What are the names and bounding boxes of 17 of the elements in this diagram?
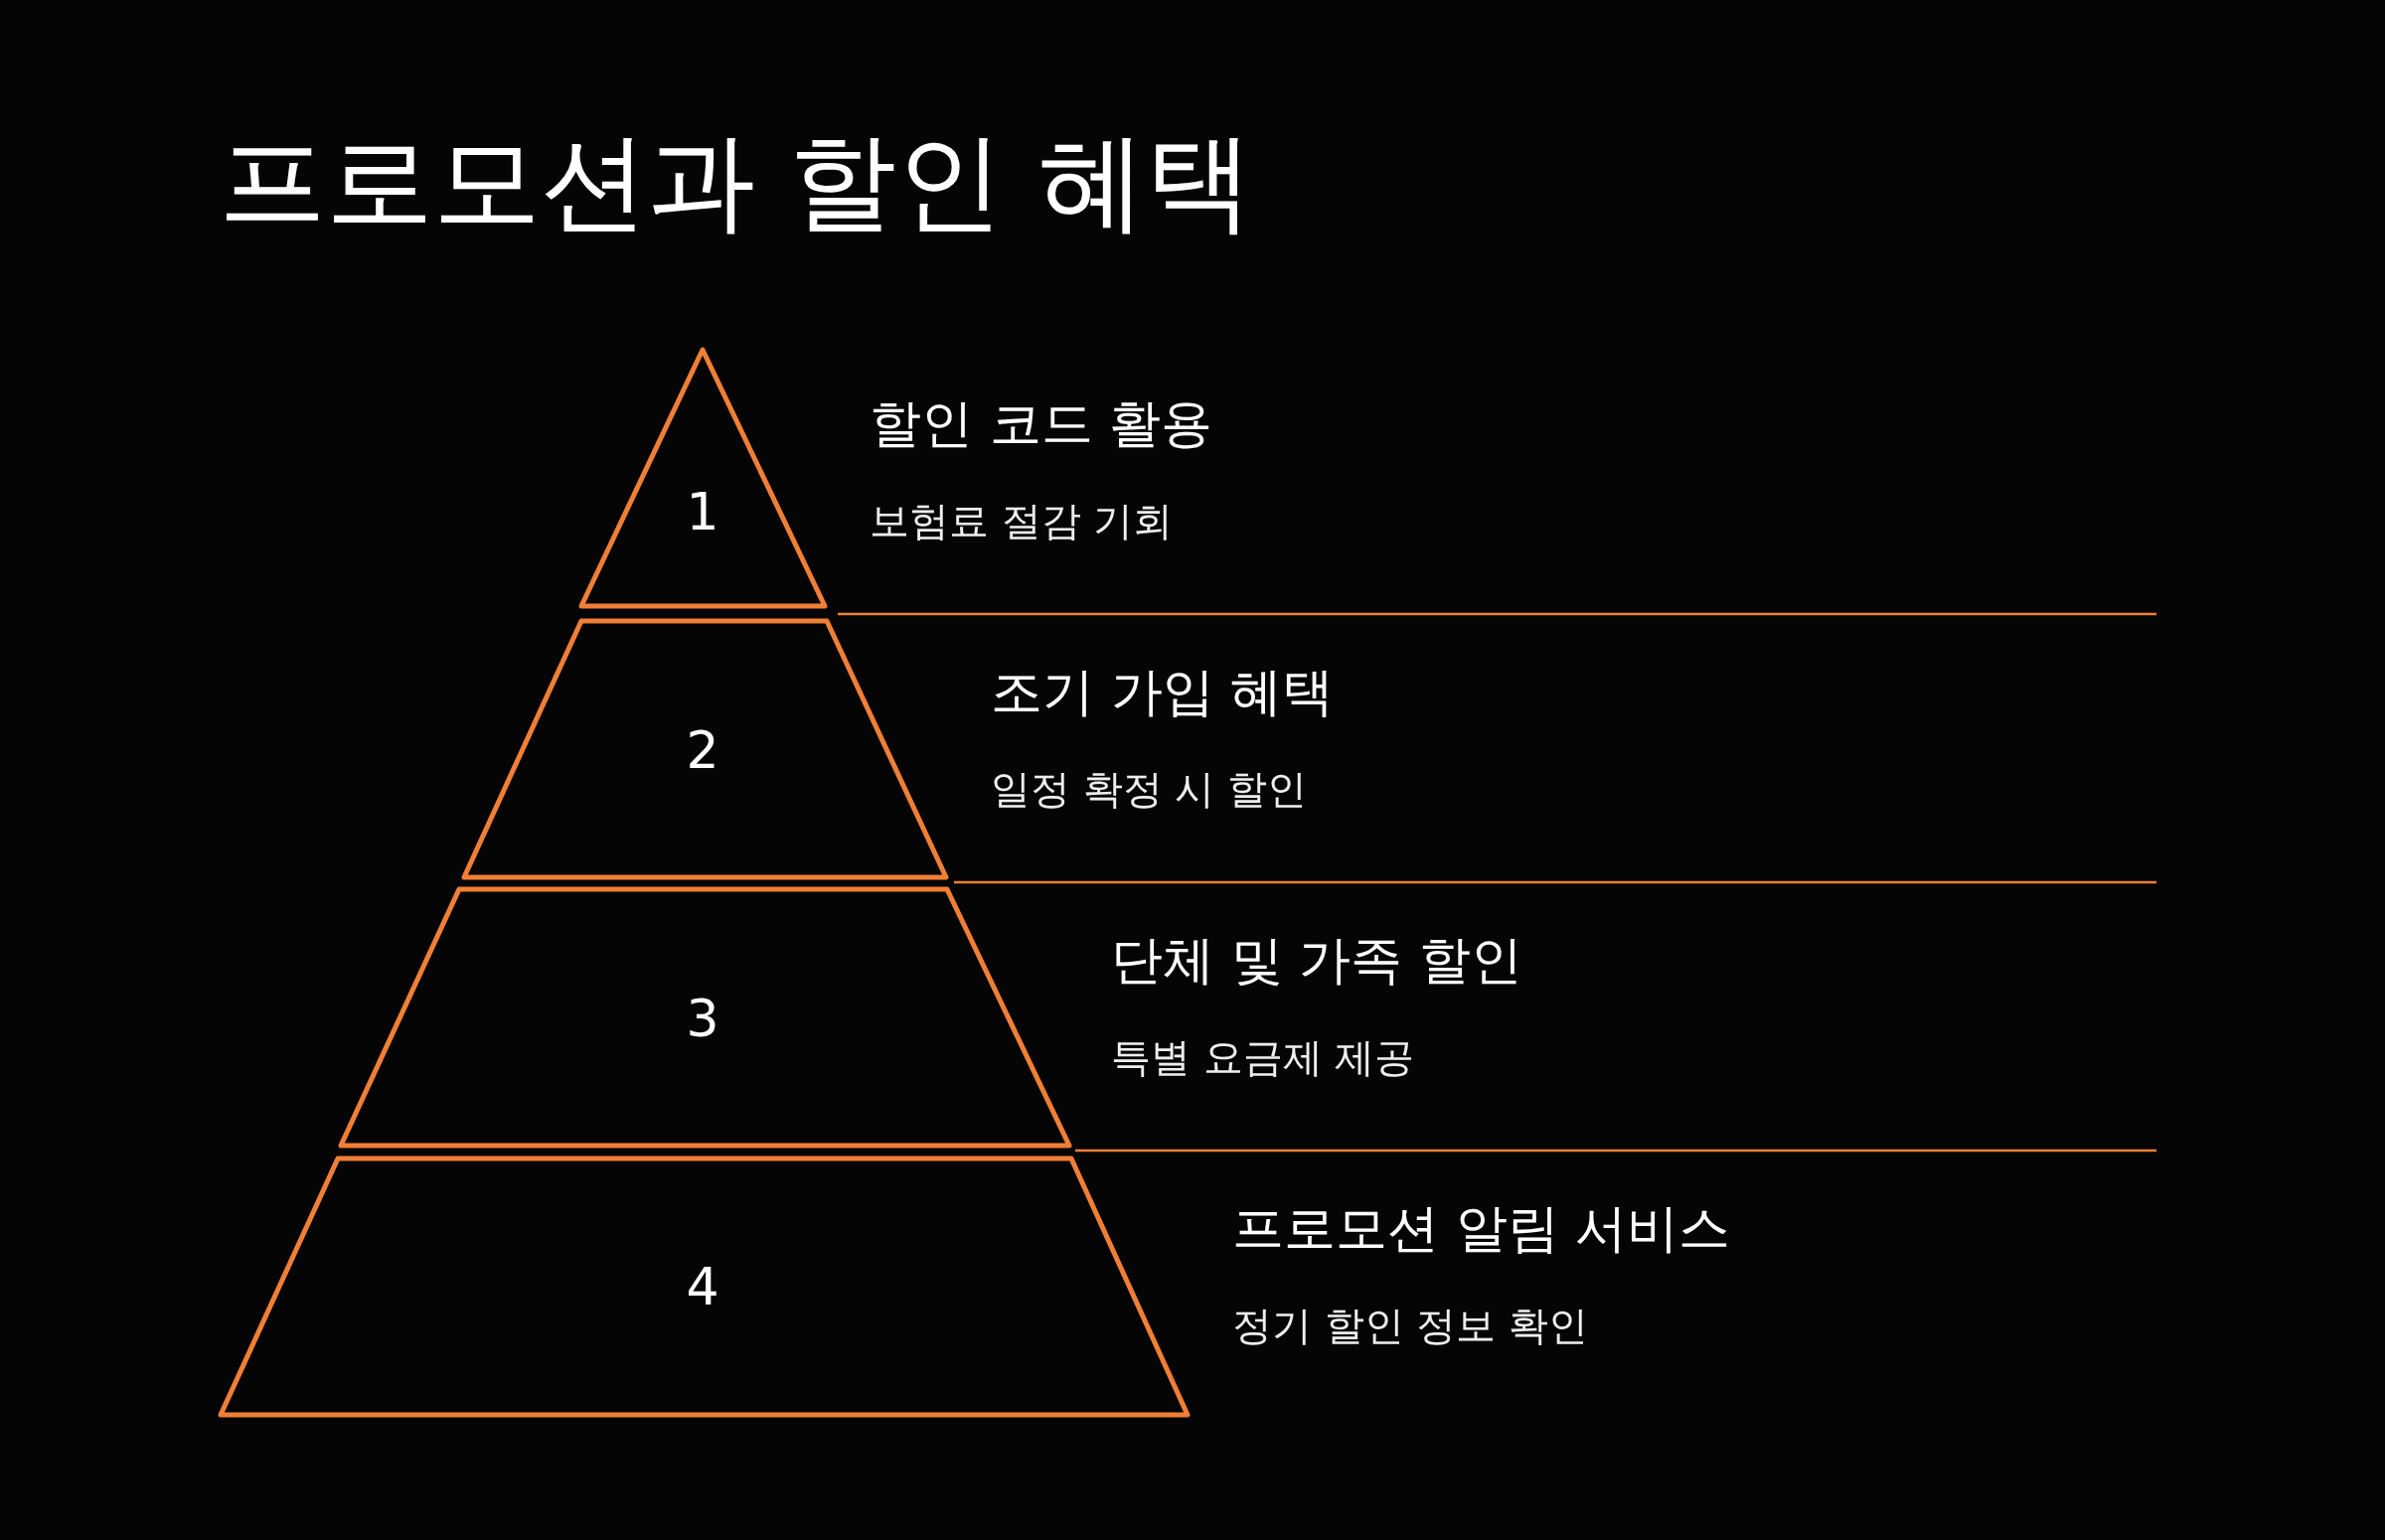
title: 프로모션과 할인 혜택 [219,118,1253,245]
tier-heading: 단체 및 가족 할인 [1111,929,1522,992]
tier-description: 보험료 절감 기회 [870,497,1174,544]
pyramid-tier [336,885,1074,1150]
pyramid-tier [459,617,951,881]
tier-number: 4 [686,1261,719,1312]
tier-heading: 할인 코드 활용 [870,392,1213,455]
tier-number: 1 [686,486,719,538]
tier-heading: 조기 가입 혜택 [991,661,1335,723]
pyramid-tier [576,346,830,610]
tier-description: 특별 요금제 제공 [1111,1033,1415,1081]
tier-heading: 프로모션 알림 서비스 [1232,1197,1731,1260]
tier-description: 일정 확정 시 할인 [991,765,1308,813]
tier-description: 정기 할인 정보 확인 [1232,1302,1589,1349]
tier-number: 2 [686,724,719,776]
pyramid-tier [216,1155,1192,1419]
tier-number: 3 [686,993,719,1044]
